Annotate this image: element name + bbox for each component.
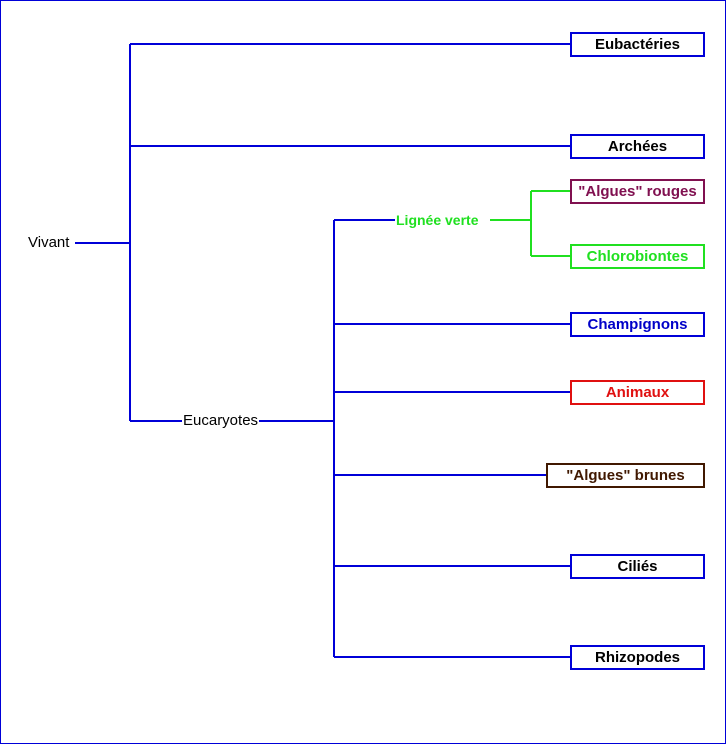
- leaf-algues-brunes-label: "Algues" brunes: [566, 467, 685, 484]
- leaf-cilies: Ciliés: [570, 554, 705, 579]
- leaf-rhizopodes-label: Rhizopodes: [595, 649, 680, 666]
- leaf-eubacteries-label: Eubactéries: [594, 36, 681, 53]
- leaf-algues-rouges: "Algues" rouges: [570, 179, 705, 204]
- leaf-algues-rouges-label: "Algues" rouges: [578, 183, 697, 200]
- node-lignee-verte: Lignée verte: [395, 211, 480, 229]
- leaf-cilies-label: Ciliés: [617, 558, 658, 575]
- leaf-algues-brunes: "Algues" brunes: [546, 463, 705, 488]
- node-eucaryotes: Eucaryotes: [182, 412, 260, 430]
- leaf-chlorobiontes-label: Chlorobiontes: [586, 248, 689, 265]
- leaf-archees-label: Archées: [607, 138, 668, 155]
- leaf-animaux: Animaux: [570, 380, 705, 405]
- leaf-rhizopodes: Rhizopodes: [570, 645, 705, 670]
- leaf-animaux-label: Animaux: [605, 384, 670, 401]
- node-vivant: Vivant: [27, 234, 71, 252]
- leaf-champignons: Champignons: [570, 312, 705, 337]
- leaf-champignons-label: Champignons: [587, 316, 688, 333]
- leaf-archees: Archées: [570, 134, 705, 159]
- leaf-chlorobiontes: Chlorobiontes: [570, 244, 705, 269]
- leaf-eubacteries: Eubactéries: [570, 32, 705, 57]
